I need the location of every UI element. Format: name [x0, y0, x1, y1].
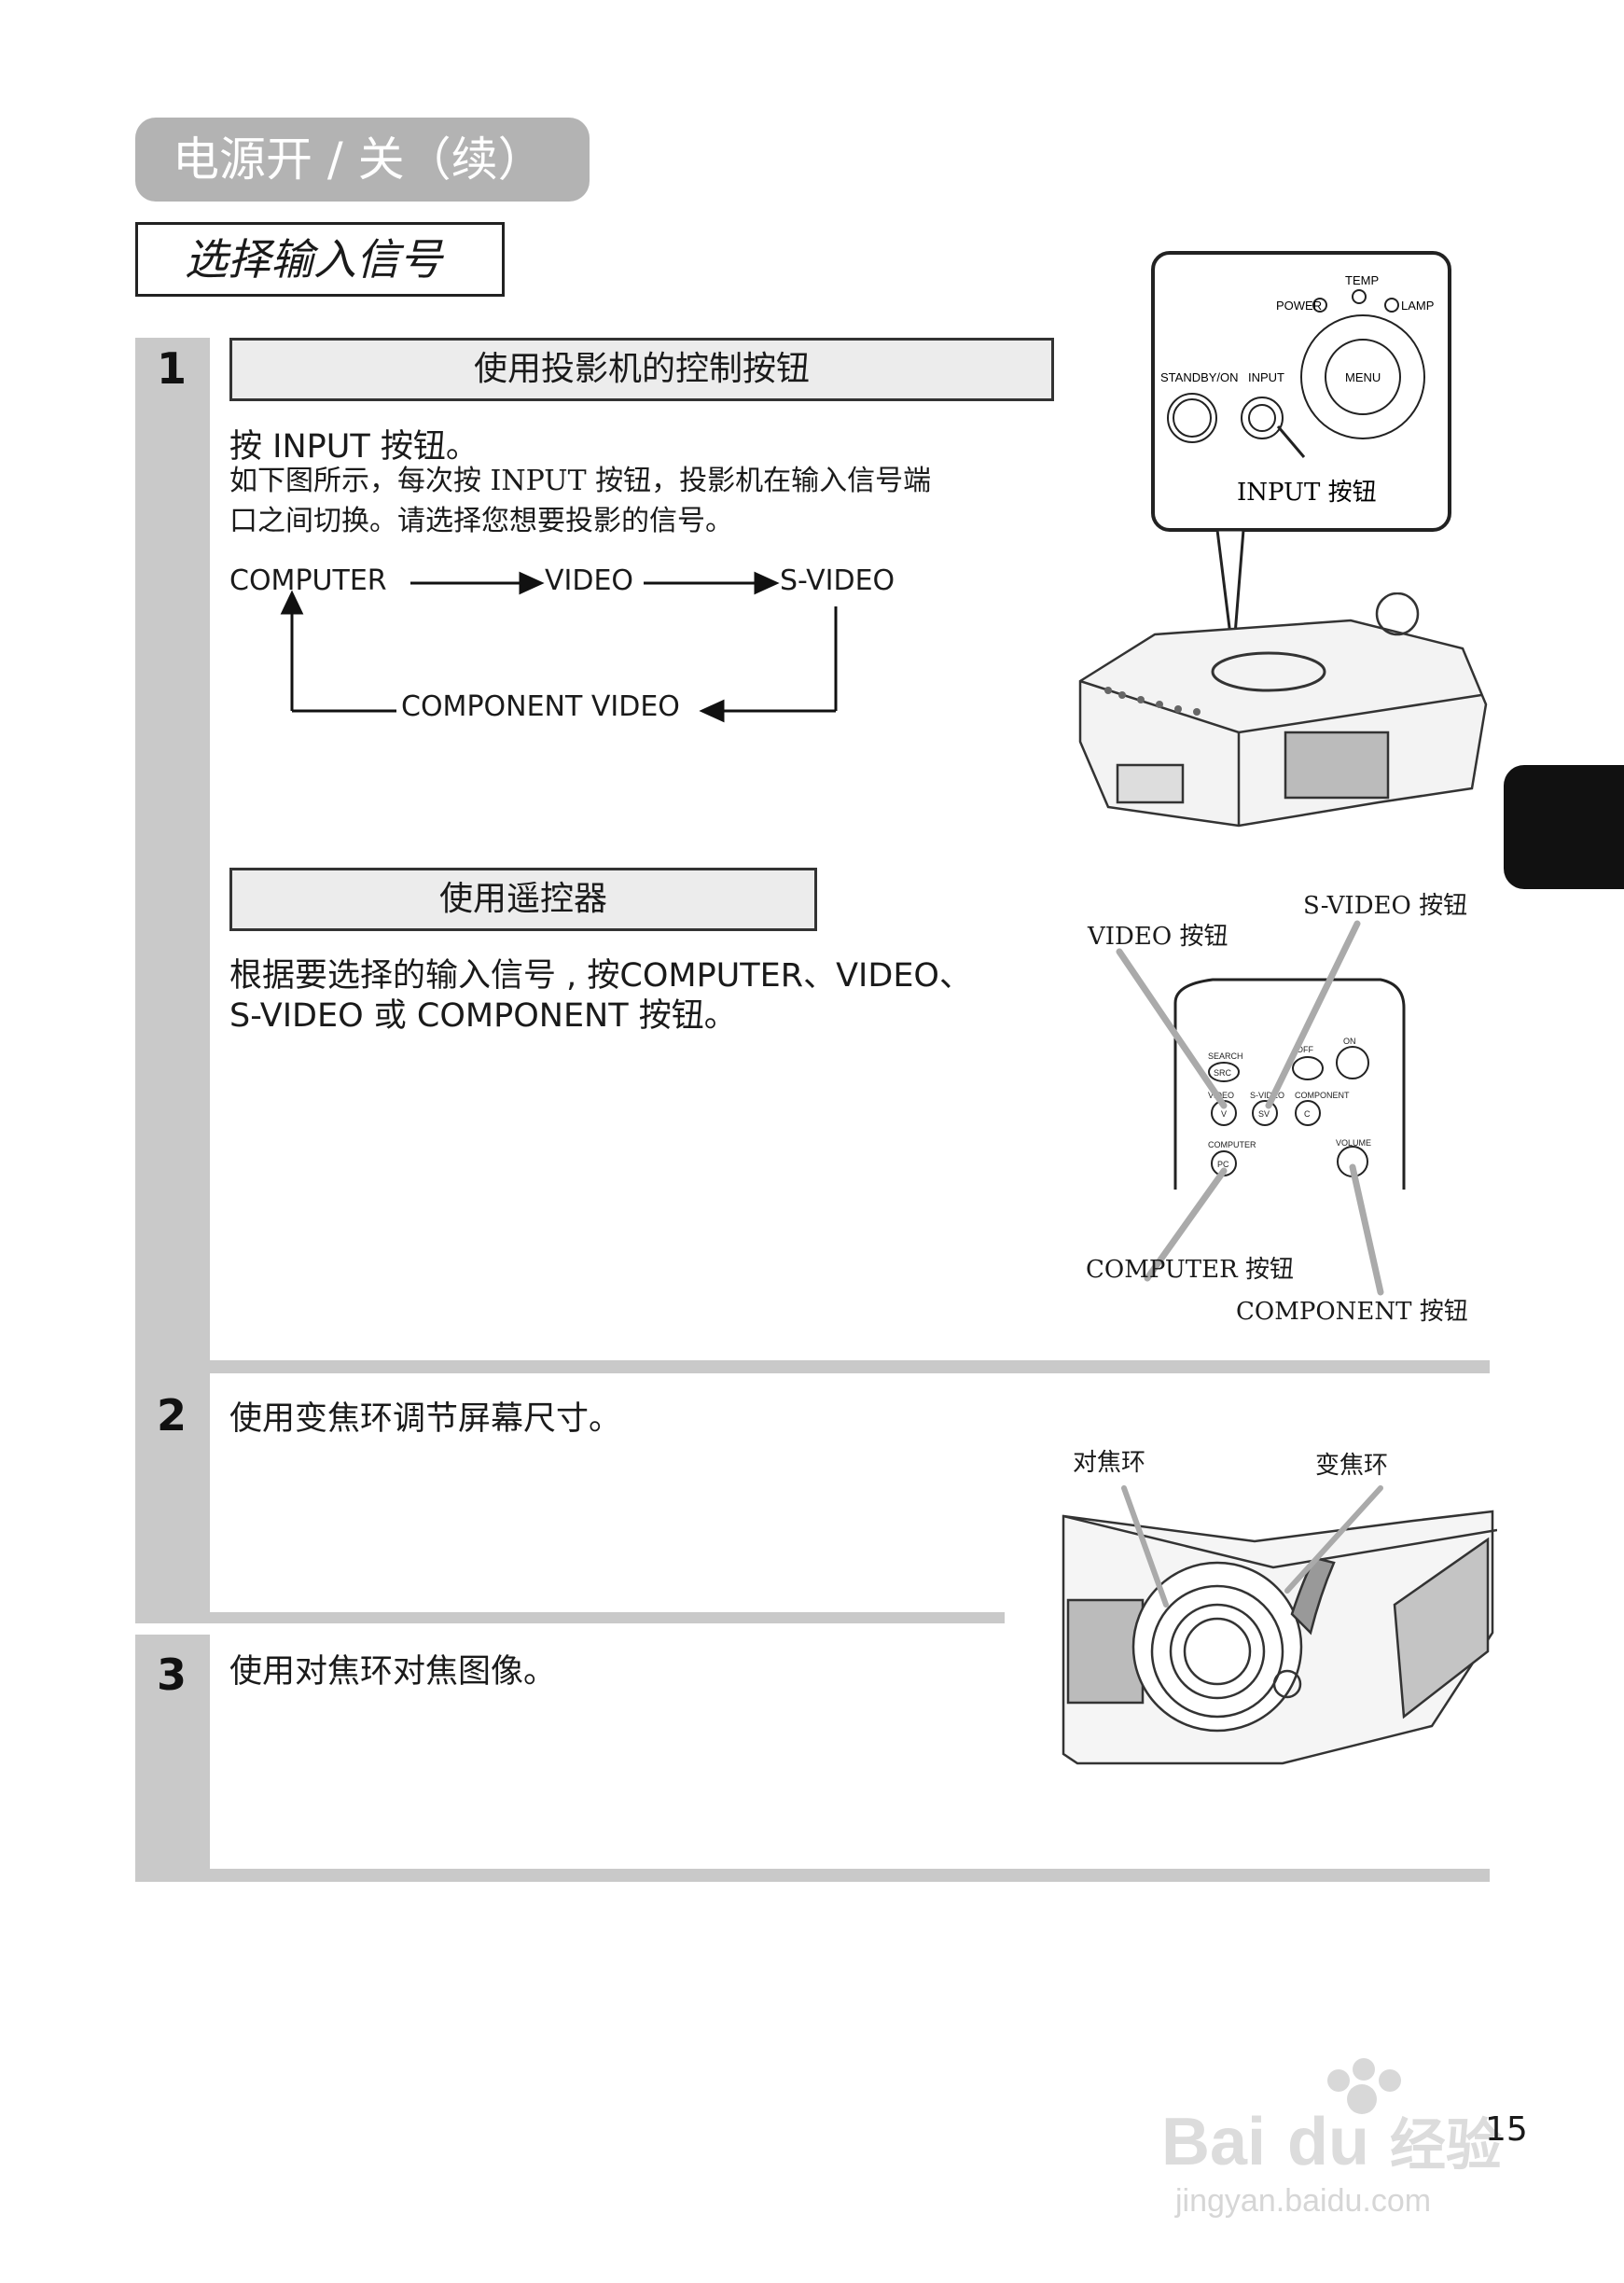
v-button-label: V	[1221, 1109, 1227, 1119]
flow-computer: COMPUTER	[229, 564, 387, 597]
flow-arrows	[280, 571, 838, 723]
menu-label: MENU	[1345, 370, 1381, 384]
flow-svideo: S-VIDEO	[780, 564, 895, 597]
on-label: ON	[1343, 1037, 1356, 1046]
control-panel-illustration: POWER TEMP LAMP MENU STANDBY/ON INPUT IN…	[1151, 251, 1451, 659]
step-1-band-bottom	[135, 1360, 1490, 1373]
baidu-jingyan-watermark: Bai du 经验 jingyan.baidu.com	[1157, 2043, 1511, 2220]
step-2-band	[135, 1373, 210, 1620]
volume-small-label: VOLUME	[1336, 1138, 1371, 1148]
projector-illustration	[1078, 592, 1488, 828]
step-2-band-bottom	[135, 1612, 1005, 1623]
c-button-label: C	[1304, 1109, 1311, 1119]
remote-illustration: SEARCH SRC OFF ON VIDEO S-VIDEO COMPONEN…	[1116, 920, 1406, 1296]
video-button-callout: VIDEO 按钮	[1088, 923, 1228, 951]
temp-label: TEMP	[1345, 273, 1379, 287]
input-description-line-1: 如下图所示，每次按 INPUT 按钮，投影机在输入信号端	[229, 465, 932, 497]
svideo-button-callout: S-VIDEO 按钮	[1303, 892, 1468, 920]
watermark-jingyan: 经验	[1390, 2113, 1502, 2179]
standby-label: STANDBY/ON	[1160, 370, 1239, 384]
src-label: SRC	[1214, 1068, 1232, 1078]
control-button-subhead: 使用投影机的控制按钮	[229, 338, 1054, 401]
input-description-line-2: 口之间切换。请选择您想要投影的信号。	[229, 505, 733, 537]
watermark-bai: Bai	[1161, 2105, 1266, 2179]
lens-illustration	[1062, 1485, 1497, 1765]
svideo-small-label: S-VIDEO	[1250, 1091, 1284, 1100]
step-3-band-bottom	[135, 1869, 1490, 1882]
watermark-url: jingyan.baidu.com	[1174, 2183, 1431, 2219]
input-instruction: 按 INPUT 按钮。	[229, 428, 479, 466]
component-small-label: COMPONENT	[1295, 1091, 1350, 1100]
watermark-du: du	[1287, 2105, 1369, 2179]
focus-instruction: 使用对焦环对焦图像。	[229, 1653, 557, 1691]
power-label: POWER	[1276, 299, 1322, 313]
zoom-instruction: 使用变焦环调节屏幕尺寸。	[229, 1400, 622, 1438]
input-label: INPUT	[1248, 370, 1284, 384]
remote-instruction-line-2: S-VIDEO 或 COMPONENT 按钮。	[229, 997, 737, 1035]
search-label: SEARCH	[1208, 1051, 1243, 1061]
computer-small-label: COMPUTER	[1208, 1140, 1256, 1149]
component-button-callout: COMPONENT 按钮	[1236, 1298, 1468, 1326]
step-1-band	[135, 338, 210, 1373]
computer-button-callout: COMPUTER 按钮	[1086, 1256, 1294, 1284]
input-button-callout: INPUT 按钮	[1237, 479, 1377, 507]
flow-video: VIDEO	[545, 564, 634, 597]
pc-button-label: PC	[1217, 1160, 1229, 1169]
zoom-ring-callout: 变焦环	[1315, 1452, 1389, 1480]
step-3-number: 3	[157, 1650, 187, 1700]
off-label: OFF	[1297, 1045, 1313, 1054]
sv-button-label: SV	[1258, 1109, 1270, 1119]
page-number: 15	[1485, 2110, 1528, 2149]
section-title: 选择输入信号	[135, 222, 505, 297]
flow-component-video: COMPONENT VIDEO	[401, 690, 680, 723]
remote-subhead: 使用遥控器	[229, 868, 817, 931]
page-header-title: 电源开 / 关（续）	[135, 118, 590, 202]
lamp-label: LAMP	[1401, 299, 1434, 313]
remote-instruction-line-1: 根据要选择的输入信号 , 按COMPUTER、VIDEO、	[229, 957, 972, 995]
step-3-band	[135, 1635, 210, 1882]
step-1-number: 1	[157, 343, 187, 394]
step-2-number: 2	[157, 1390, 187, 1441]
video-small-label: VIDEO	[1208, 1091, 1234, 1100]
focus-ring-callout: 对焦环	[1073, 1449, 1146, 1477]
chapter-tab	[1504, 765, 1624, 889]
